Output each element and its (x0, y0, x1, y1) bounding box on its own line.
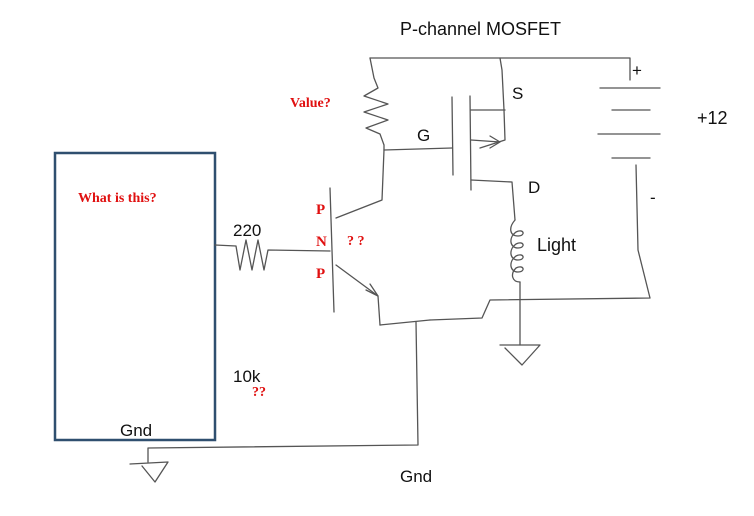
mosfet-arrow (470, 135, 501, 149)
pnp-question-annotation: ? ? (347, 234, 365, 249)
value-question-annotation: Value? (290, 96, 331, 111)
bottom-gnd-label: Gnd (400, 467, 432, 486)
pnp-base-bar (329, 187, 335, 313)
voltage-label: +12 (697, 108, 728, 128)
pnp-n-mid-annotation: N (316, 234, 327, 250)
pnp-p-bottom-annotation: P (316, 266, 325, 282)
battery-minus-label: - (650, 188, 656, 207)
light-label: Light (537, 235, 576, 255)
pnp-p-top-annotation: P (316, 202, 325, 218)
light-symbol (510, 219, 524, 283)
mosfet-gate-plate (451, 96, 454, 176)
top-rail-wire (369, 57, 631, 81)
battery-plus-label: + (632, 61, 642, 80)
resistor-10k-label: 10k (233, 367, 261, 386)
gate-to-pnp-wire (335, 149, 385, 219)
drain-label: D (528, 178, 540, 197)
mosfet-drain-lead (470, 179, 516, 221)
mosfet-title: P-channel MOSFET (400, 19, 561, 39)
pnp-emitter-arrow (365, 283, 379, 297)
unknown-module-box (53, 151, 217, 442)
r10k-question-annotation: ?? (252, 385, 266, 400)
box-ground-symbol (129, 461, 169, 483)
what-is-this-annotation: What is this? (78, 191, 157, 206)
gate-wire (383, 147, 453, 151)
mosfet-channel (469, 95, 472, 191)
light-ground-symbol (499, 344, 541, 366)
emitter-common-wire (379, 319, 431, 326)
pullup-resistor (363, 57, 389, 151)
source-label: S (512, 84, 523, 103)
common-ground-wire (147, 321, 419, 463)
gate-label: G (417, 126, 430, 145)
resistor-220-label: 220 (233, 221, 261, 240)
source-supply-wire (479, 57, 506, 149)
battery-negative-wire (429, 164, 651, 321)
pnp-emitter-lead (335, 264, 381, 326)
resistor-220 (214, 239, 331, 271)
box-gnd-label: Gnd (120, 421, 152, 440)
